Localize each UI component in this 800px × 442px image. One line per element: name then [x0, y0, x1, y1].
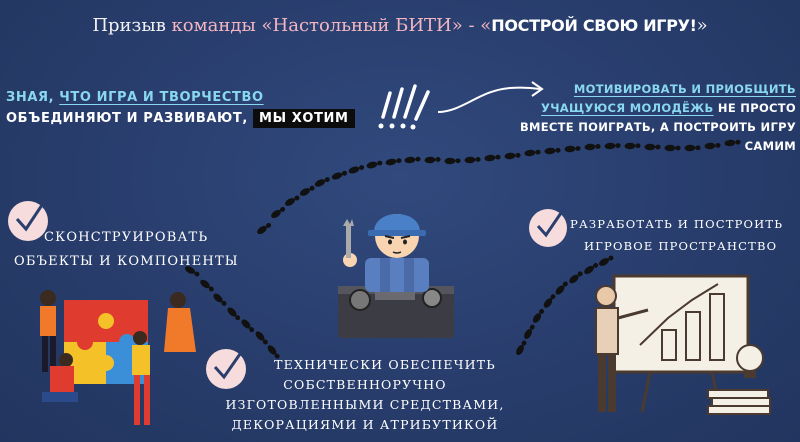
motivation-line-2-b: НЕ ПРОСТО: [713, 101, 796, 115]
check-circle-icon: [8, 201, 48, 241]
step-develop-line-1: РАЗРАБОТАТЬ И ПОСТРОИТЬ: [570, 217, 784, 231]
step-develop-line-2: ИГРОВОЕ ПРОСТРАНСТВО: [584, 239, 778, 253]
exclamation-marks-icon: [378, 84, 430, 130]
step-construct-line-1: СКОНСТРУИРОВАТЬ: [44, 230, 209, 245]
intro-line-2-lead: ОБЪЕДИНЯЮТ И РАЗВИВАЮТ,: [6, 111, 254, 126]
footprints-path-left: [183, 264, 282, 361]
step-construct: СКОНСТРУИРОВАТЬ ОБЪЕКТЫ И КОМПОНЕНТЫ: [14, 226, 239, 274]
step-provide-line-4: ДЕКОРАЦИЯМИ И АТРИБУТИКОЙ: [231, 417, 499, 432]
step-construct-line-2: ОБЪЕКТЫ И КОМПОНЕНТЫ: [14, 254, 239, 269]
mechanic-illustration: [338, 214, 454, 338]
intro-line-2: ОБЪЕДИНЯЮТ И РАЗВИВАЮТ, МЫ ХОТИМ: [6, 109, 386, 128]
step-provide: ТЕХНИЧЕСКИ ОБЕСПЕЧИТЬ СОБСТВЕННОРУЧНО ИЗ…: [210, 355, 520, 435]
motivation-line-1: МОТИВИРОВАТЬ И ПРИОБЩИТЬ: [573, 82, 796, 96]
intro-highlight: МЫ ХОТИМ: [253, 109, 355, 128]
intro-text: ЗНАЯ, ЧТО ИГРА И ТВОРЧЕСТВО ОБЪЕДИНЯЮТ И…: [6, 90, 386, 128]
motivation-line-3: ВМЕСТЕ ПОИГРАТЬ, А ПОСТРОИТЬ ИГРУ: [519, 120, 796, 134]
check-circle-icon: [529, 209, 567, 247]
curved-arrow-icon: [437, 81, 544, 113]
intro-line-1: ЗНАЯ, ЧТО ИГРА И ТВОРЧЕСТВО: [6, 90, 386, 105]
title-prefix: Призыв: [92, 15, 166, 36]
puzzle-team-illustration: [40, 290, 196, 425]
page-title: Призыв команды «Настольный БИТИ» - «ПОСТ…: [0, 15, 800, 36]
step-provide-line-1: ТЕХНИЧЕСКИ ОБЕСПЕЧИТЬ: [274, 357, 496, 372]
motivation-line-4: САМИМ: [744, 139, 796, 153]
title-close-quote: »: [696, 15, 708, 36]
title-slogan: ПОСТРОЙ СВОЮ ИГРУ!: [491, 16, 697, 35]
motivation-line-2-a: УЧАЩУЮСЯ МОЛОДЁЖЬ: [541, 101, 714, 115]
motivation-text: МОТИВИРОВАТЬ И ПРИОБЩИТЬ УЧАЩУЮСЯ МОЛОДЁ…: [488, 80, 796, 156]
presenter-chart-illustration: [595, 274, 771, 415]
step-provide-line-3: ИЗГОТОВЛЕННЫМИ СРЕДСТВАМИ,: [225, 397, 505, 412]
check-circle-icon: [206, 349, 246, 389]
title-team: команды «Настольный БИТИ» - «: [165, 15, 492, 36]
step-develop: РАЗРАБОТАТЬ И ПОСТРОИТЬ ИГРОВОЕ ПРОСТРАН…: [570, 213, 783, 257]
intro-line-1-lead: ЗНАЯ,: [6, 90, 60, 105]
intro-line-1-emphasis: ЧТО ИГРА И ТВОРЧЕСТВО: [59, 90, 264, 105]
step-provide-line-2: СОБСТВЕННОРУЧНО: [283, 377, 447, 392]
